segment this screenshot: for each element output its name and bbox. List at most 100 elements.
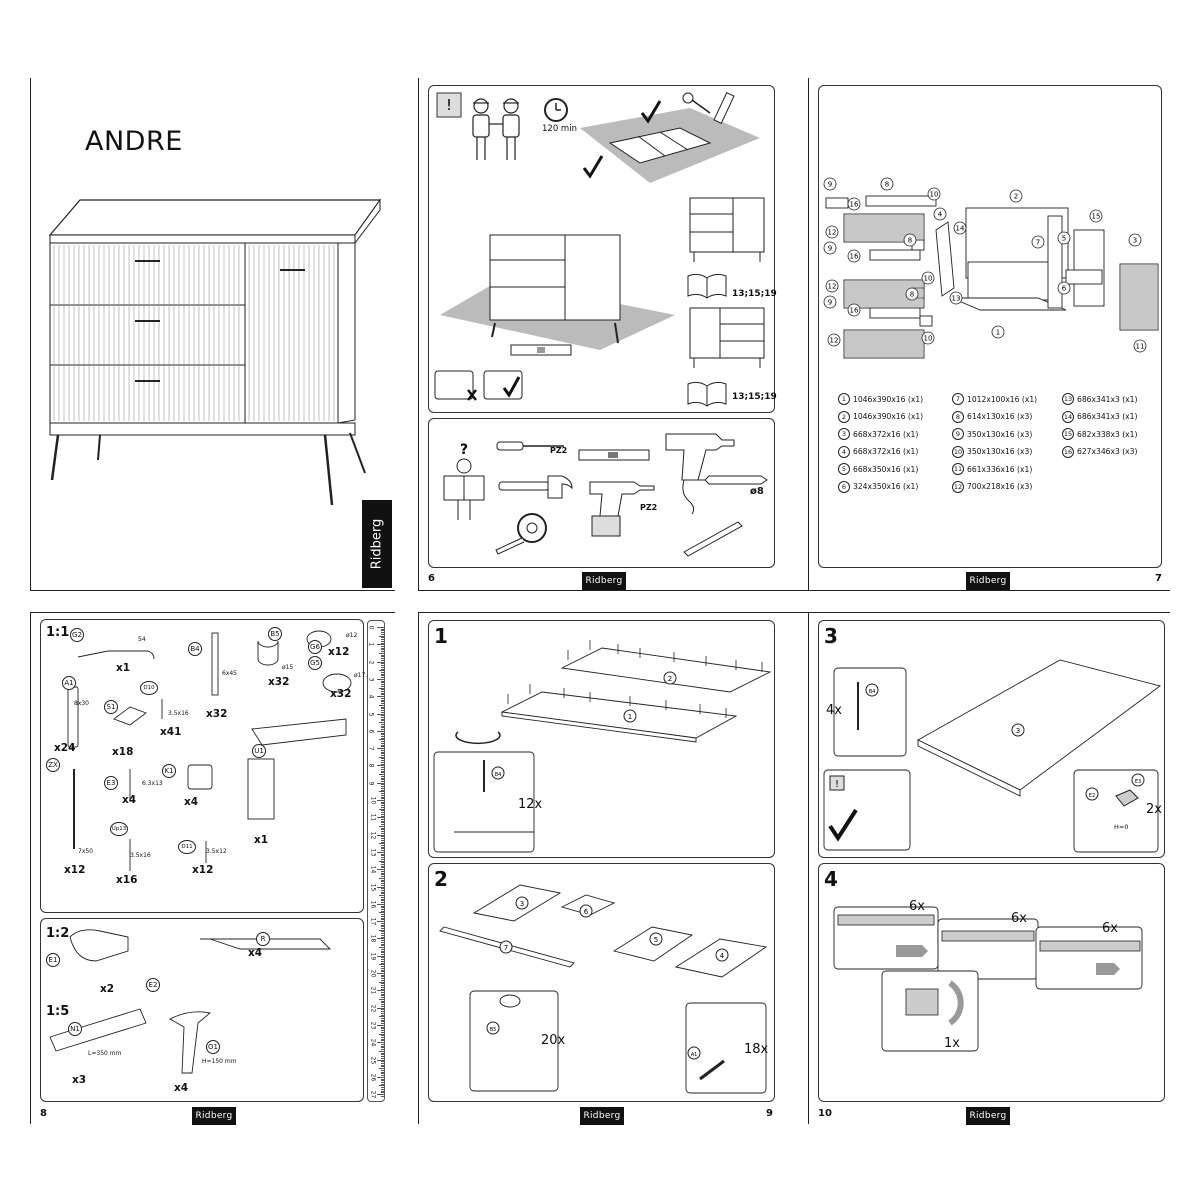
ruler-tick [381, 642, 384, 644]
step-4-qty-a: 6x [909, 899, 925, 914]
ruler-tick [381, 986, 384, 988]
part-callout-label: 12 [828, 229, 837, 237]
ruler-tick [381, 908, 384, 910]
ruler-number: 23 [369, 1021, 377, 1030]
dresser-on-floor-illustration [440, 234, 675, 350]
ruler-tick [381, 810, 384, 812]
ruler-tick [381, 1019, 384, 1021]
ruler-tick [381, 789, 384, 791]
page-divider [808, 78, 809, 590]
ruler-tick [377, 834, 384, 836]
clock-icon [544, 98, 568, 122]
ruler-tick [379, 877, 384, 879]
hardware-qty: x4 [184, 796, 199, 808]
ruler-tick [381, 1061, 384, 1063]
ruler-tick [381, 1028, 384, 1030]
ruler-tick [381, 934, 384, 936]
ruler-tick [381, 1083, 384, 1085]
ruler-tick [381, 1064, 384, 1066]
hardware-code: K1 [162, 764, 176, 778]
ruler-tick [381, 924, 384, 926]
tape-measure-icon [495, 513, 547, 555]
ruler-tick [381, 753, 384, 755]
ruler-tick [381, 827, 384, 829]
ruler-tick [381, 694, 384, 696]
ruler-tick [381, 708, 384, 710]
ruler-tick [381, 1012, 384, 1014]
ruler-tick [377, 1076, 384, 1078]
ruler-tick [377, 938, 384, 940]
hardware-size-note: H=150 mm [202, 1058, 237, 1065]
ruler-tick [381, 985, 384, 987]
part-callout [949, 291, 963, 305]
ruler-tick [381, 995, 384, 997]
ruler-tick [381, 976, 384, 978]
part-dimensions: 350x130x16 (x3) [967, 447, 1033, 456]
ruler-tick [381, 697, 384, 699]
step-2-number: 2 [434, 867, 448, 891]
ruler-number: 27 [369, 1090, 377, 1099]
ruler-tick [381, 746, 384, 748]
ruler-tick [381, 632, 384, 634]
page-divider [30, 78, 31, 590]
step-3-number: 3 [824, 624, 838, 648]
ruler-tick [381, 950, 384, 952]
part-callout-label: 10 [924, 275, 933, 283]
part-dimensions: 682x338x3 (x1) [1077, 429, 1138, 439]
ruler-number: 20 [369, 969, 377, 978]
part-dimensions: 661x336x16 (x1) [967, 464, 1033, 474]
ruler-tick [379, 1016, 384, 1018]
hardware-qty: x4 [174, 1082, 189, 1094]
ruler-tick [381, 1066, 384, 1068]
hinge-gap: H=0 [1114, 823, 1129, 831]
ruler-tick [381, 888, 384, 890]
part-callout-label: 13 [952, 295, 961, 303]
manual-icon [687, 381, 727, 407]
ruler-tick [381, 763, 384, 765]
part-callout-label: 4 [938, 211, 943, 219]
part-callout [1128, 233, 1142, 247]
ruler-tick [381, 922, 384, 924]
step-4-qty-d: 1x [944, 1036, 960, 1051]
ruler-tick [377, 696, 384, 698]
ruler-tick [381, 926, 384, 928]
part-callout [1057, 281, 1071, 295]
part-dimensions: 614x130x16 (x3) [967, 412, 1033, 421]
hardware-qty: x24 [54, 742, 76, 754]
step-1-number: 1 [434, 624, 448, 648]
ruler-tick [381, 1081, 384, 1083]
part-callout [1089, 209, 1103, 223]
ruler-tick [381, 1080, 384, 1082]
ruler-tick [377, 678, 384, 680]
part-callout-label: 3 [1133, 237, 1137, 245]
hardware-size-note: ø17.5 [354, 672, 372, 679]
part-callout-label: 12 [830, 337, 839, 345]
ruler-tick [381, 1035, 384, 1037]
brand-vertical-label: Ridberg [362, 500, 392, 588]
svg-text:E3: E3 [1135, 779, 1141, 785]
ruler-tick [381, 962, 384, 964]
ruler-tick [381, 803, 384, 805]
ruler-tick [377, 1024, 384, 1026]
part-number: 2 [838, 410, 850, 423]
ruler-tick [381, 798, 384, 800]
ruler-tick [381, 858, 384, 860]
ruler-tick [381, 1014, 384, 1016]
ruler-tick [381, 879, 384, 881]
part-callout-label: 16 [850, 253, 859, 261]
part-callout-label: 12 [828, 283, 837, 291]
page-divider [30, 612, 31, 1124]
ruler-tick [381, 850, 384, 852]
ruler-tick [381, 966, 384, 968]
ruler-tick [381, 689, 384, 691]
part-callout [823, 295, 837, 309]
part-callout-label: 14 [956, 225, 965, 233]
ruler-tick [381, 805, 384, 807]
ruler-tick [381, 1054, 384, 1056]
ruler-tick [381, 761, 384, 763]
page-divider [418, 612, 808, 613]
part-callout [953, 221, 967, 235]
